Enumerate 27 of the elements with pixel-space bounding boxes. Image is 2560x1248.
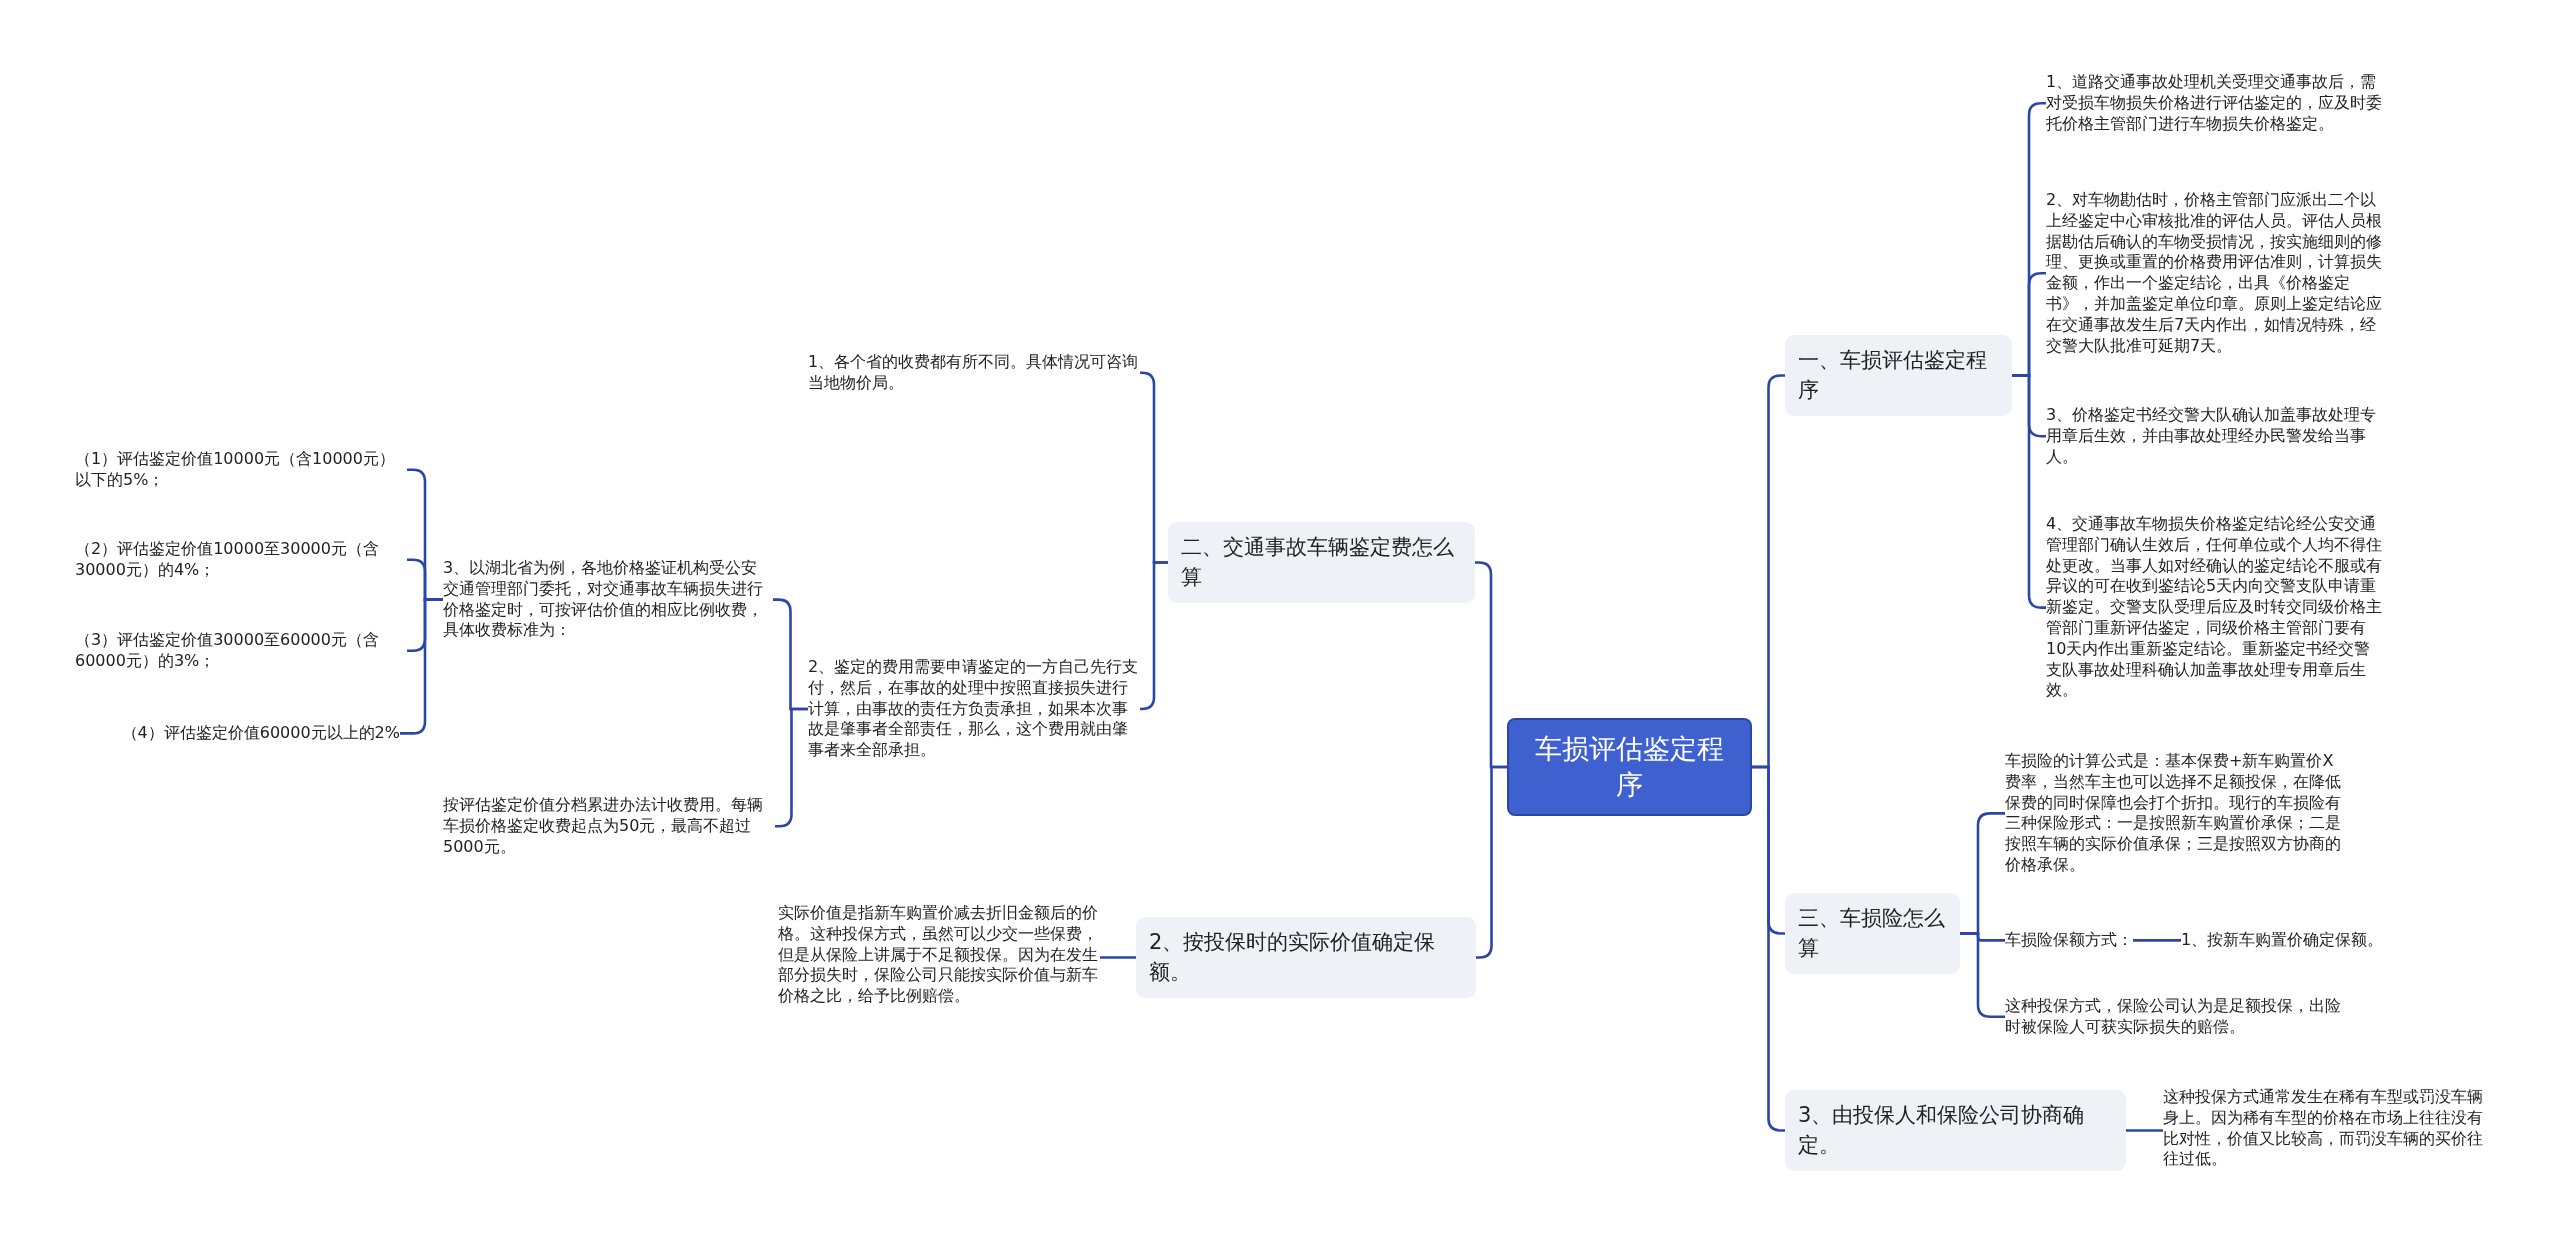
connector-line	[2133, 939, 2181, 942]
note-text: 这种投保方式通常发生在稀有车型或罚没车辆身上。因为稀有车型的价格在市场上往往没有比对性，价值又比较高，而罚没车辆的买价往往过低。	[2163, 1087, 2491, 1171]
note-text: 3、价格鉴定书经交警大队确认加盖事故处理专用章后生效，并由事故处理经办民警发给当事人。	[2046, 405, 2384, 468]
note-text: 实际价值是指新车购置价减去折旧金额后的价格。这种投保方式，虽然可以少交一些保费，但是从保险上讲属于不足额投保。因为在发生部分损失时，保险公司只能按实际价值与新车价格之比，给予比例赔偿。	[778, 903, 1100, 1007]
topic-box: 3、由投保人和保险公司协商确定。	[1785, 1090, 2126, 1171]
note-text: （2）评估鉴定价值10000至30000元（含30000元）的4%；	[75, 539, 407, 581]
topic-box: 二、交通事故车辆鉴定费怎么算	[1168, 522, 1475, 603]
note-text: 4、交通事故车物损失价格鉴定结论经公安交通管理部门确认生效后，任何单位或个人均不得住处更改。当事人如对经确认的鉴定结论不服或有异议的可在收到鉴结论5天内向交警支队申请重新鉴定。交警支队受理后应及时转交同级价格主管部门重新评估鉴定，同级价格主管部门要有10天内作出重新鉴定结论。重新鉴定书经交警支队事故处理科确认加盖事故处理专用章后生效。	[2046, 514, 2384, 702]
note-text: 车损险保额方式：	[2005, 930, 2133, 951]
note-text: （4）评估鉴定价值60000元以上的2%	[80, 723, 400, 744]
note-text: 车损险的计算公式是：基本保费+新车购置价X费率，当然车主也可以选择不足额投保，在降低保费的同时保障也会打个折扣。现行的车损险有三种保险形式：一是按照新车购置价承保；二是按照车辆的实际价值承保；三是按照双方协商的价格承保。	[2005, 751, 2343, 876]
topic-box: 2、按投保时的实际价值确定保额。	[1136, 917, 1476, 998]
note-text: 这种投保方式，保险公司认为是足额投保，出险时被保险人可获实际损失的赔偿。	[2005, 996, 2343, 1038]
note-text: （3）评估鉴定价值30000至60000元（含60000元）的3%；	[75, 630, 407, 672]
central-topic-box: 车损评估鉴定程序	[1507, 718, 1752, 816]
note-text: 按评估鉴定价值分档累进办法计收费用。每辆车损价格鉴定收费起点为50元，最高不超过5000元。	[443, 795, 775, 858]
note-text: 1、各个省的收费都有所不同。具体情况可咨询当地物价局。	[808, 352, 1140, 394]
note-text: 1、道路交通事故处理机关受理交通事故后，需对受损车物损失价格进行评估鉴定的，应及时委托价格主管部门进行车物损失价格鉴定。	[2046, 72, 2384, 135]
topic-box: 三、车损险怎么算	[1785, 893, 1960, 974]
note-text: 3、以湖北省为例，各地价格鉴证机构受公安交通管理部门委托，对交通事故车辆损失进行价格鉴定时，可按评估价值的相应比例收费，具体收费标准为：	[443, 558, 773, 642]
topic-box: 一、车损评估鉴定程序	[1785, 335, 2012, 416]
note-text: （1）评估鉴定价值10000元（含10000元）以下的5%；	[75, 449, 407, 491]
connector-line	[2126, 1129, 2163, 1132]
note-text: 1、按新车购置价确定保额。	[2181, 930, 2384, 951]
note-text: 2、对车物勘估时，价格主管部门应派出二个以上经鉴定中心审核批准的评估人员。评估人员根据勘估后确认的车物受损情况，按实施细则的修理、更换或重置的价格费用评估准则，计算损失金额，作出一个鉴定结论，出具《价格鉴定书》，并加盖鉴定单位印章。原则上鉴定结论应在交通事故发生后7天内作出，如情况特殊，经交警大队批准可延期7天。	[2046, 190, 2384, 357]
note-text: 2、鉴定的费用需要申请鉴定的一方自己先行支付，然后，在事故的处理中按照直接损失进行计算，由事故的责任方负责承担，如果本次事故是肇事者全部责任，那么，这个费用就由肇事者来全部承担。	[808, 657, 1140, 761]
connector-line	[1100, 956, 1136, 959]
